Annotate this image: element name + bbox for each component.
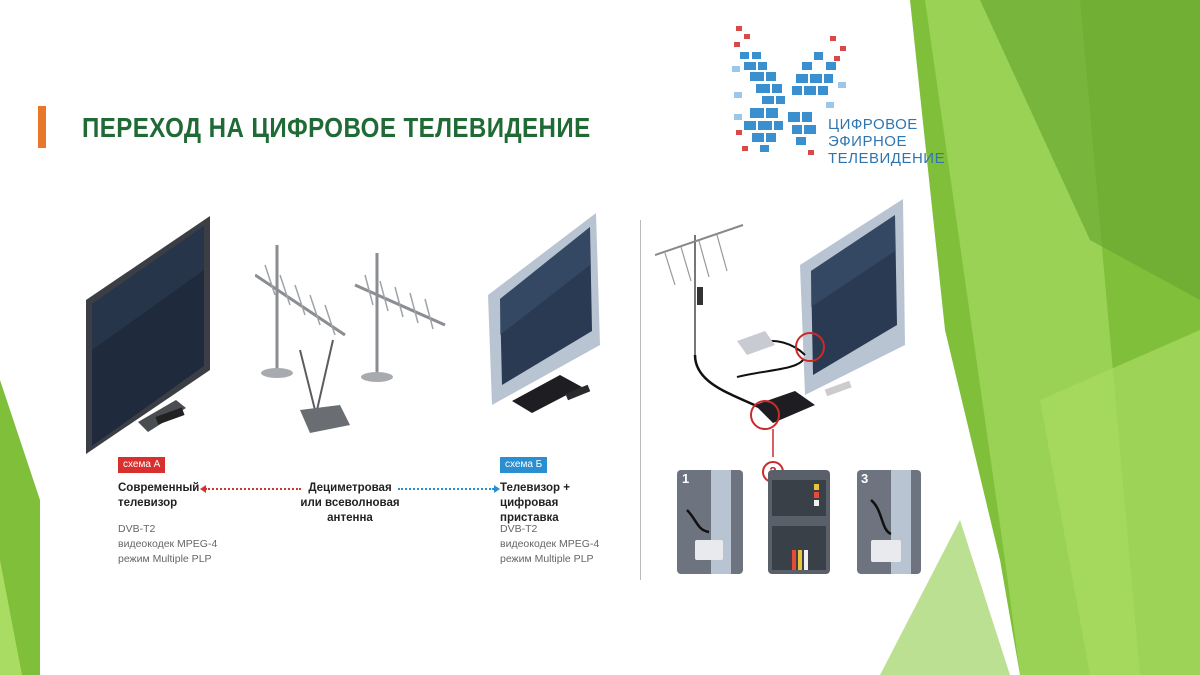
scheme-a-spec-2: видеокодек MPEG-4: [118, 538, 218, 550]
dotted-line-left: [205, 488, 301, 490]
section-divider: [640, 220, 641, 580]
scheme-a-spec-1: DVB-T2: [118, 523, 156, 535]
scheme-a-label-line-2: телевизор: [118, 497, 178, 509]
logo-text: ЦИФРОВОЕ ЭФИРНОЕ ТЕЛЕВИДЕНИЕ: [828, 116, 945, 167]
scheme-b-label-line-2: цифровая приставка: [500, 497, 559, 524]
scheme-a-specs: DVB-T2 видеокодек MPEG-4 режим Multiple …: [118, 522, 238, 567]
step-2-panel-illustration: [768, 470, 830, 574]
antennas-illustration: [255, 245, 446, 433]
page-title: ПЕРЕХОД НА ЦИФРОВОЕ ТЕЛЕВИДЕНИЕ: [82, 112, 591, 143]
logo-line-2: ЭФИРНОЕ: [828, 133, 907, 150]
step-3-number: 3: [861, 471, 869, 486]
crt-tv-with-settop-box-illustration: [488, 213, 600, 413]
logo-line-1: ЦИФРОВОЕ: [828, 116, 918, 133]
antenna-label-line-2: или всеволновая: [300, 497, 400, 509]
title-accent-bar: [38, 106, 46, 148]
scheme-b-label-line-1: Телевизор +: [500, 482, 570, 494]
arrow-left-icon: [200, 485, 206, 493]
step-1-number: 1: [682, 471, 690, 486]
scheme-b-label: Телевизор + цифровая приставка: [500, 481, 610, 526]
scheme-b-spec-2: видеокодек MPEG-4: [500, 538, 600, 550]
step-3-panel-illustration: [857, 470, 921, 574]
butterfly-logo-icon: [732, 26, 846, 155]
logo-line-3: ТЕЛЕВИДЕНИЕ: [828, 150, 946, 167]
step-1-panel-illustration: [677, 470, 743, 574]
scheme-b-badge: схема Б: [500, 457, 548, 473]
antenna-label-line-3: антенна: [327, 512, 373, 524]
scheme-b-specs: DVB-T2 видеокодек MPEG-4 режим Multiple …: [500, 522, 620, 567]
modern-tv-illustration: [86, 216, 210, 454]
antenna-label-line-1: Дециметровая: [308, 482, 392, 494]
antenna-label: Дециметровая или всеволновая антенна: [300, 481, 400, 526]
scheme-a-badge: схема А: [118, 457, 166, 473]
arrow-right-icon: [494, 485, 500, 493]
dotted-line-right: [398, 488, 494, 490]
scheme-a-label: Современный телевизор: [118, 481, 228, 511]
scheme-a-spec-3: режим Multiple PLP: [118, 553, 212, 565]
connection-diagram-illustration: [655, 199, 905, 457]
scheme-b-spec-1: DVB-T2: [500, 523, 538, 535]
scheme-b-spec-3: режим Multiple PLP: [500, 553, 594, 565]
scheme-a-label-line-1: Современный: [118, 482, 200, 494]
